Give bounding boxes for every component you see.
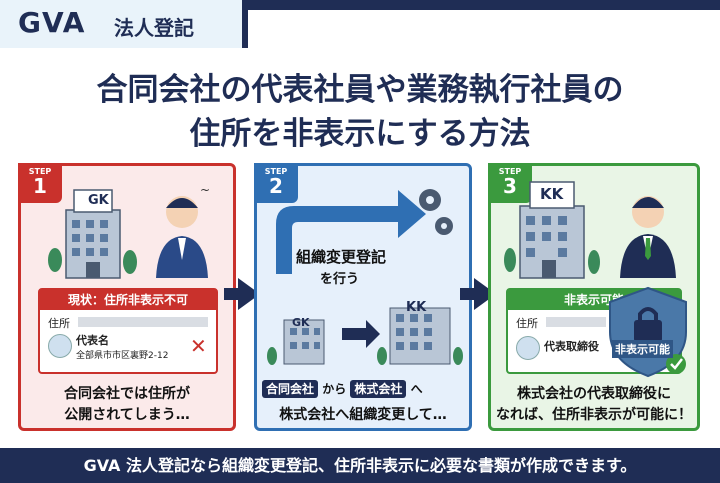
step2-badge-label: STEP	[264, 167, 288, 176]
step1-illustration: ~	[48, 183, 210, 279]
step3-caption-line2: なれば、住所非表示が可能に！	[496, 407, 692, 423]
avatar-icon	[48, 334, 72, 358]
step2-action-line1: 組織変更登記	[296, 248, 387, 266]
tree-icon	[48, 248, 62, 272]
page-title-line2: 住所を非表示にする方法	[189, 116, 531, 152]
kk-sign: KK	[540, 185, 564, 203]
step2-process-graphic	[276, 189, 453, 274]
arrow-shaft	[224, 288, 240, 300]
to-word: へ	[410, 382, 423, 396]
step2-badge: STEP 2	[254, 163, 298, 203]
step1-caption-line1: 合同会社では住所が	[64, 386, 190, 402]
from-company-pill: 合同会社	[262, 380, 319, 398]
avatar-icon	[516, 336, 540, 360]
step3-illustration	[504, 181, 676, 279]
brand-subtitle: 法人登記	[114, 16, 194, 40]
page-title-line1: 合同会社の代表社員や業務執行社員の	[96, 72, 624, 108]
tree-icon	[588, 250, 600, 274]
svg-text:~: ~	[200, 183, 210, 197]
step3-address-label: 住所	[516, 317, 538, 330]
tree-icon	[504, 248, 516, 272]
brand-logo: GVA	[18, 6, 86, 39]
footer-banner: GVA 法人登記なら組織変更登記、住所非表示に必要な書類が作成できます。	[0, 448, 720, 483]
step1-address-blank	[78, 317, 208, 327]
step3-address-blank	[546, 317, 606, 327]
from-word: から	[322, 382, 347, 396]
gear-icon	[419, 189, 453, 235]
tree-icon	[123, 250, 137, 274]
cross-icon: ✕	[190, 334, 207, 358]
step1-caption-line2: 公開されてしまう…	[64, 407, 190, 423]
step1-rep-label: 代表名	[76, 334, 109, 347]
step1-registry-card: 現状：住所非表示不可 住所 代表名 全部県市市区裏野2-12 ✕	[38, 288, 218, 374]
step1-badge-label: STEP	[28, 167, 52, 176]
step2-buildings	[267, 307, 463, 365]
step3-badge-label: STEP	[498, 167, 522, 176]
arrow-right-icon	[342, 320, 380, 348]
step1-address-label: 住所	[48, 317, 70, 330]
gk-sign: GK	[292, 316, 310, 329]
logo-area	[0, 0, 248, 48]
step2-caption: 株式会社へ組織変更して…	[279, 407, 447, 423]
gk-sign: GK	[88, 193, 109, 208]
step3-badge-number: 3	[503, 174, 517, 198]
step1-card-header: 現状：住所非表示不可	[40, 290, 216, 310]
step1-badge-number: 1	[33, 174, 47, 198]
to-company-pill: 株式会社	[350, 380, 407, 398]
step2-badge-number: 2	[269, 174, 283, 198]
kk-sign: KK	[406, 300, 427, 315]
step2-action-line2: を行う	[320, 272, 360, 287]
shield-icon	[609, 286, 687, 378]
step3-badge: STEP 3	[488, 163, 532, 203]
step1-rep-address: 全部県市市区裏野2-12	[76, 351, 169, 361]
step1-badge: STEP 1	[18, 163, 62, 203]
top-bar	[248, 0, 720, 10]
step3-caption-line1: 株式会社の代表取締役に	[517, 386, 671, 402]
step3-rep-label: 代表取締役	[544, 340, 599, 353]
step2-transition-row: 合同会社 から 株式会社 へ	[262, 380, 468, 398]
lock-icon	[634, 320, 662, 342]
shield-label: 非表示可能	[612, 340, 673, 358]
curved-arrow-icon	[276, 190, 426, 274]
arrow-shaft	[460, 288, 476, 300]
